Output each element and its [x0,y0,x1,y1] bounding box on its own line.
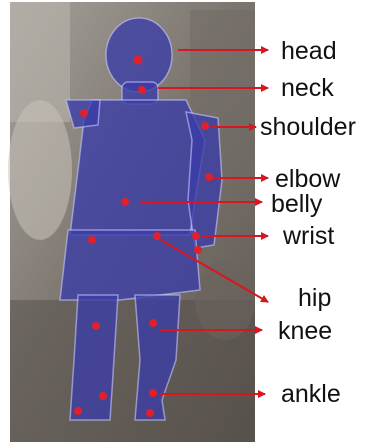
label-head: head [281,37,337,65]
label-belly: belly [271,190,323,218]
left-leg-region [70,295,118,420]
keypoint-shoulder-right [201,122,209,130]
label-wrist: wrist [282,222,334,250]
label-ankle: ankle [281,380,341,408]
keypoint-wrist-2 [194,246,202,254]
right-arm-region [186,112,222,248]
keypoint-shoulder-left [80,109,88,117]
label-elbow: elbow [275,165,341,193]
keypoint-neck [138,86,146,94]
labels: head neck shoulder elbow belly wrist hip… [260,37,356,408]
keypoint-ankle-left [99,392,107,400]
keypoint-knee-left [92,322,100,330]
keypoint-ankle-right [149,389,157,397]
skirt-region [60,230,200,300]
keypoint-knee-right [149,319,157,327]
label-neck: neck [281,74,334,102]
label-shoulder: shoulder [260,113,356,141]
head-region [106,18,172,92]
keypoint-head [134,56,143,65]
keypoint-foot-left [74,407,82,415]
keypoint-hip-right [153,232,161,240]
keypoint-elbow [205,173,213,181]
keypoint-foot-right [146,409,154,417]
label-hip: hip [298,284,331,312]
label-knee: knee [278,317,332,345]
keypoint-belly [121,198,129,206]
keypoint-wrist [192,232,200,240]
keypoint-hip-left [88,236,96,244]
